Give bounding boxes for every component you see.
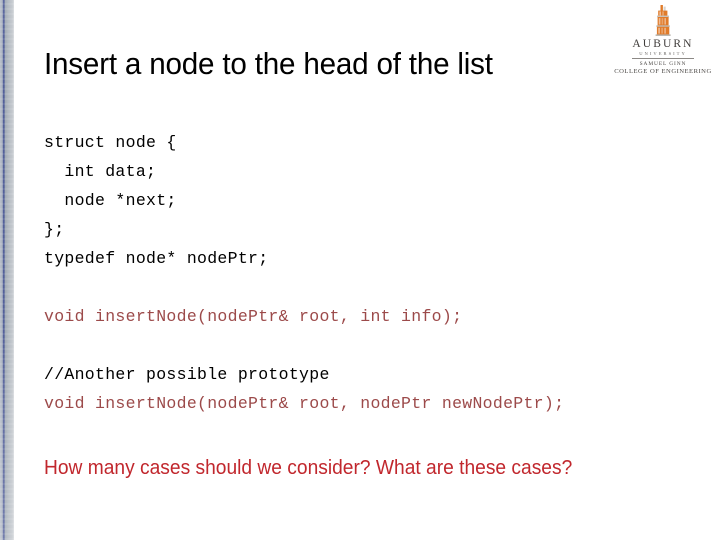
stripe-texture: [0, 0, 14, 540]
left-edge-stripe: [0, 0, 14, 540]
logo-university: UNIVERSITY: [639, 51, 687, 56]
logo-wordmark: AUBURN: [632, 38, 694, 50]
code-spacer: [44, 331, 684, 360]
logo-school-line2: COLLEGE OF ENGINEERING: [614, 68, 712, 75]
logo-divider: [632, 58, 694, 59]
code-block: struct node { int data; node *next;}; typ…: [44, 128, 684, 418]
code-line: void insertNode(nodePtr& root, int info)…: [44, 307, 463, 326]
auburn-logo: AUBURN UNIVERSITY SAMUEL GINN COLLEGE OF…: [614, 4, 712, 78]
logo-school-line1: SAMUEL GINN: [639, 61, 687, 67]
question-text: How many cases should we consider? What …: [44, 457, 573, 479]
code-line: int data;: [44, 162, 157, 181]
auburn-tower-icon: [655, 5, 671, 36]
stripe-fade: [0, 0, 14, 540]
code-spacer: [44, 273, 684, 302]
code-line: };: [44, 220, 65, 239]
slide-title: Insert a node to the head of the list: [44, 46, 493, 81]
code-line: typedef node* nodePtr;: [44, 249, 269, 268]
code-line: struct node {: [44, 133, 177, 152]
code-line: node *next;: [44, 191, 177, 210]
code-line: //Another possible prototype: [44, 365, 330, 384]
code-line: void insertNode(nodePtr& root, nodePtr n…: [44, 394, 565, 413]
